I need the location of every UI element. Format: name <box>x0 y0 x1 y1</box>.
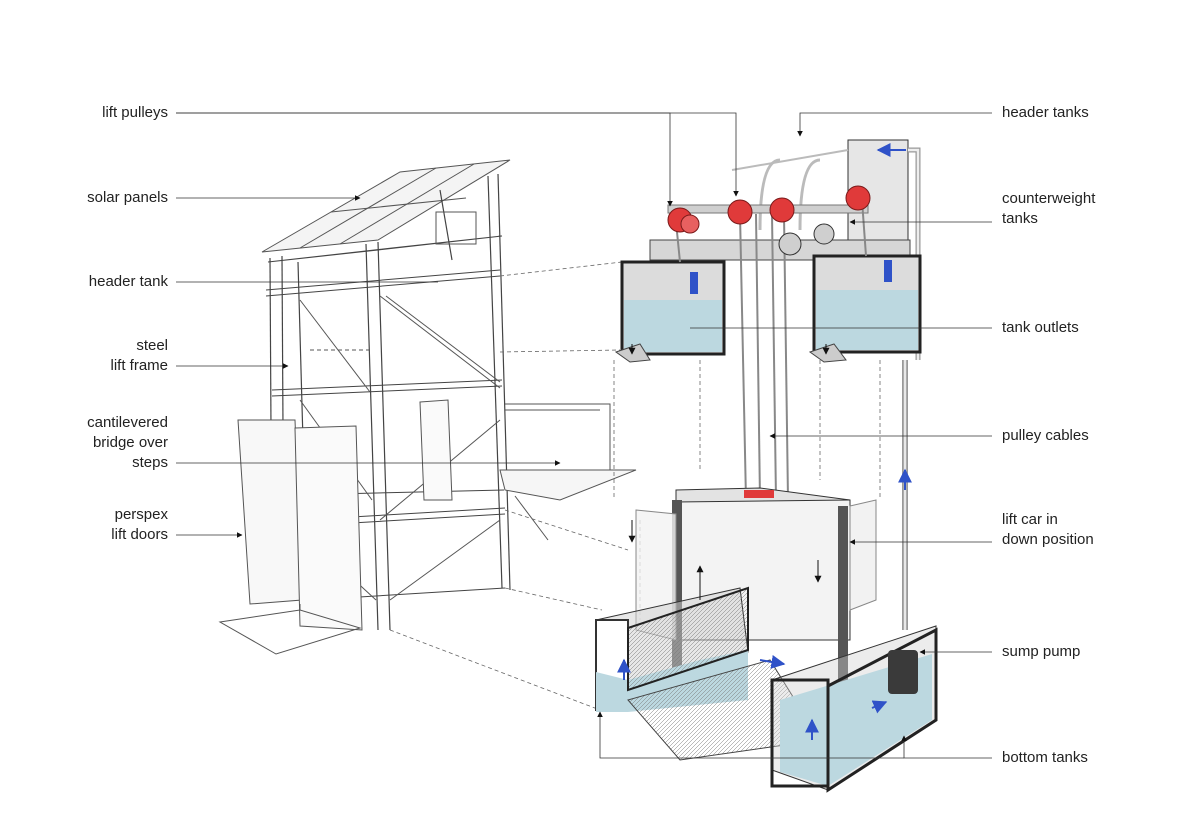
label-steel-lift-frame: steel lift frame <box>110 337 168 374</box>
perspex-lift-doors <box>237 399 453 631</box>
label-tank-outlets: tank outlets <box>1002 319 1079 336</box>
label-perspex-lift-doors: perspex lift doors <box>111 506 168 543</box>
label-solar-panels: solar panels <box>87 189 168 206</box>
label-pulley-cables: pulley cables <box>1002 427 1089 444</box>
left-header-tank <box>435 211 477 245</box>
direction-arrows <box>628 344 830 600</box>
flow-arrows <box>617 143 912 740</box>
sump-pump-body <box>888 650 918 694</box>
counterweight-tank-right <box>808 254 922 363</box>
label-lift-car: lift car in down position <box>1002 511 1094 548</box>
label-counterweight-tanks: counterweight tanks <box>1002 190 1096 227</box>
label-header-tanks: header tanks <box>1002 104 1089 121</box>
solar-panel-roof <box>261 159 511 253</box>
base-ramp <box>218 604 362 655</box>
label-bottom-tanks: bottom tanks <box>1002 749 1088 766</box>
label-lift-pulleys: lift pulleys <box>102 104 168 121</box>
counterweight-tank-left <box>614 260 726 363</box>
cantilevered-bridge <box>499 403 637 541</box>
leader-lines <box>176 112 992 759</box>
label-header-tank: header tank <box>88 273 168 290</box>
lift-pulleys <box>667 185 871 256</box>
left-structure-wireframe <box>218 159 637 655</box>
projection-lines <box>389 261 881 711</box>
right-structure-render <box>595 139 938 793</box>
bottom-tank-right <box>770 625 938 793</box>
label-cantilevered-bridge: cantilevered bridge over steps <box>87 414 168 471</box>
label-sump-pump: sump pump <box>1002 643 1081 660</box>
